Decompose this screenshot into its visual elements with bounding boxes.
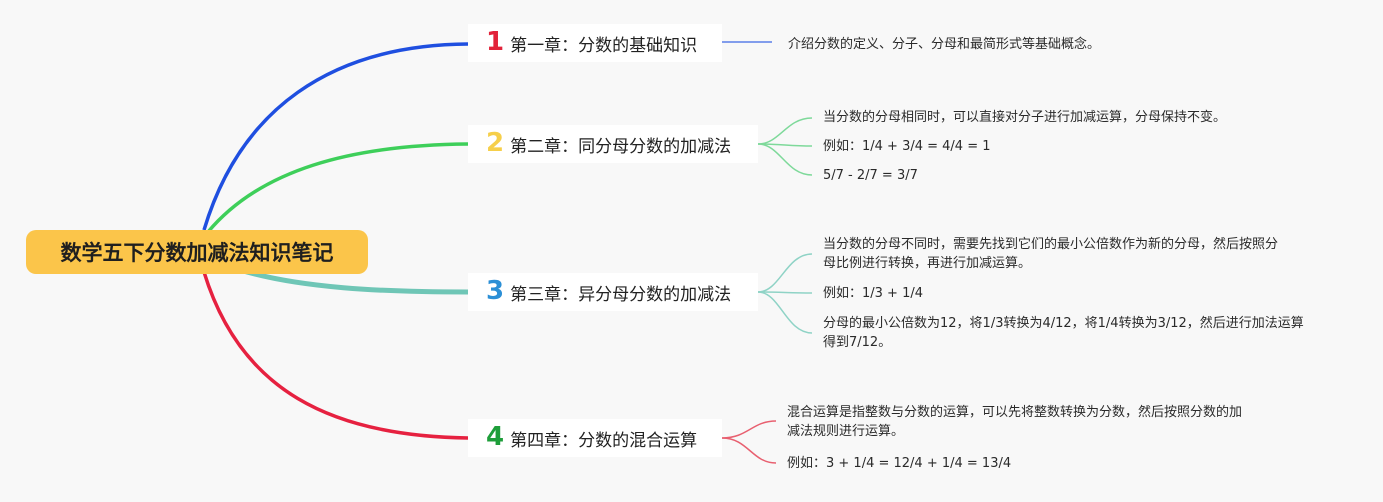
chapter-4-detail-2[interactable]: 例如：3 + 1/4 = 12/4 + 1/4 = 13/4 [787,456,1012,471]
leaf-line-3b [757,291,813,294]
leaf-line-4a [721,420,777,439]
branch-line-3 [239,267,469,295]
chapter-1-label: 第一章：分数的基础知识 [510,35,698,56]
number-3-icon: 3 [486,276,505,306]
number-4-icon: 4 [486,422,505,452]
chapter-1-topic[interactable]: 1 第一章：分数的基础知识 [468,24,722,62]
leaf-line-3a [757,253,813,293]
chapter-4-label: 第四章：分数的混合运算 [510,430,698,451]
number-1-icon: 1 [486,27,505,57]
chapter-2-detail-2[interactable]: 例如：1/4 + 3/4 = 4/4 = 1 [823,139,991,154]
chapter-2-detail-1[interactable]: 当分数的分母相同时，可以直接对分子进行加减运算，分母保持不变。 [823,110,1227,125]
root-topic[interactable]: 数学五下分数加减法知识笔记 [26,230,368,274]
chapter-2-label: 第二章：同分母分数的加减法 [510,136,732,157]
leaf-line-4b [721,437,777,464]
chapter-3-detail-1-line-2: 母比例进行转换，再进行加减运算。 [823,256,1032,271]
chapter-1-detail-1[interactable]: 介绍分数的定义、分子、分母和最简形式等基础概念。 [788,37,1101,52]
chapter-2-detail-3[interactable]: 5/7 - 2/7 = 3/7 [823,168,918,183]
chapter-4-detail-1-line-1: 混合运算是指整数与分数的运算，可以先将整数转换为分数，然后按照分数的加 [787,405,1243,420]
chapter-3-detail-2[interactable]: 例如：1/3 + 1/4 [823,286,924,301]
leaf-line-2a [757,117,813,145]
chapter-4-detail-1[interactable]: 混合运算是指整数与分数的运算，可以先将整数转换为分数，然后按照分数的加 减法规则… [787,403,1242,441]
chapter-3-detail-3[interactable]: 分母的最小公倍数为12，将1/3转换为4/12，将1/4转换为3/12，然后进行… [823,314,1304,352]
branch-line-2 [206,142,469,234]
chapter-3-detail-1-line-1: 当分数的分母不同时，需要先找到它们的最小公倍数作为新的分母，然后按照分 [823,237,1279,252]
chapter-4-topic[interactable]: 4 第四章：分数的混合运算 [468,419,722,457]
leaf-line-3c [757,291,813,334]
chapter-3-topic[interactable]: 3 第三章：异分母分数的加减法 [468,273,758,311]
chapter-4-detail-1-line-2: 减法规则进行运算。 [787,424,905,439]
chapter-3-detail-3-line-1: 分母的最小公倍数为12，将1/3转换为4/12，将1/4转换为3/12，然后进行… [823,316,1304,331]
number-2-icon: 2 [486,128,505,158]
leaf-line-2c [757,143,813,176]
chapter-3-detail-3-line-2: 得到7/12。 [823,335,892,350]
chapter-3-detail-1[interactable]: 当分数的分母不同时，需要先找到它们的最小公倍数作为新的分母，然后按照分 母比例进… [823,235,1278,273]
branch-line-1 [202,42,469,231]
chapter-3-label: 第三章：异分母分数的加减法 [510,284,732,305]
branch-line-4 [202,271,469,440]
chapter-2-topic[interactable]: 2 第二章：同分母分数的加减法 [468,125,758,163]
